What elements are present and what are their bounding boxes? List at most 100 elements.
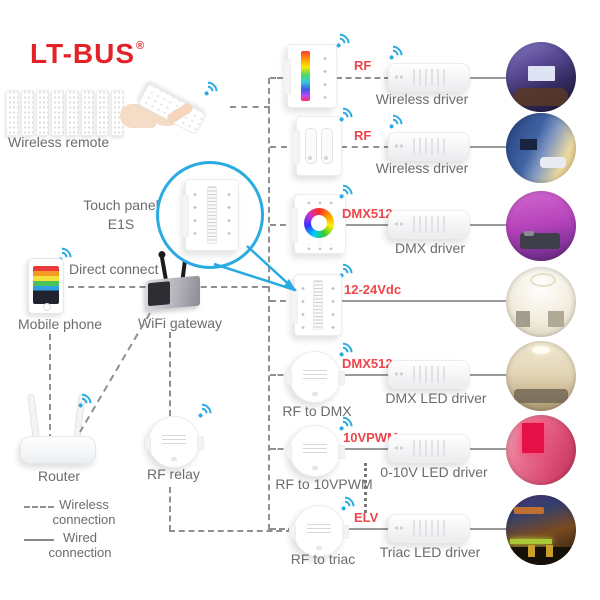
legend-wireless-line-sample	[24, 506, 54, 508]
driver-label: Wireless driver	[375, 160, 469, 176]
source-device-label: RF to 10VPWM	[275, 476, 373, 492]
puck-side-tab	[289, 525, 296, 539]
driver-label: DMX driver	[394, 240, 465, 256]
wireless-remote-label: Wireless remote	[8, 134, 110, 150]
room-photo-detail	[520, 233, 560, 249]
remote-unit	[66, 90, 79, 136]
legend-wireless-line2: connection	[52, 512, 116, 527]
wireless-driver-device	[388, 132, 470, 161]
e1s-panel-zoomed	[181, 179, 239, 251]
room-photo-home-theater	[506, 42, 576, 112]
room-photo-living-room	[506, 113, 576, 183]
room-photo-detail	[548, 311, 564, 327]
rf-wireless-line	[341, 146, 390, 148]
relay-side-tab	[144, 436, 151, 450]
router-label: Router	[38, 468, 81, 484]
relay-triac-wireless-line-v	[169, 487, 171, 531]
legend-wired-line2: connection	[48, 545, 112, 560]
router-image	[20, 393, 96, 464]
remote-unit	[51, 90, 64, 136]
driver-label: DMX LED driver	[385, 390, 487, 406]
registered-mark: ®	[136, 40, 146, 52]
panel-right-buttons	[330, 280, 336, 330]
puck-side-tab	[338, 445, 345, 459]
dmx-led-driver-device	[388, 360, 470, 389]
room-photo-bedroom	[506, 191, 576, 261]
protocol-label: RF	[354, 58, 372, 73]
rf-to-dmx-device	[285, 351, 345, 403]
remote-unit	[111, 90, 124, 136]
legend-wired-label: Wired connection	[42, 530, 118, 560]
panel-side-tab	[292, 129, 300, 165]
wired-line	[345, 224, 390, 226]
panel-side-tab	[181, 195, 189, 237]
wired-line	[468, 528, 508, 530]
remote-unit	[81, 90, 94, 136]
room-photo-warm-living-room	[506, 341, 576, 411]
room-photo-detail	[540, 157, 566, 168]
bus-stub	[270, 77, 290, 79]
remote-bus-wireless-line	[230, 106, 270, 108]
phone-screen	[33, 266, 59, 304]
panel-side-tab	[283, 58, 291, 96]
touch-panel-label-line1: Touch panel	[83, 197, 159, 213]
room-photo-detail	[546, 545, 553, 557]
wifi-gateway-image	[146, 253, 200, 311]
wired-line	[340, 448, 390, 450]
remote-unit	[21, 90, 34, 136]
wired-line	[341, 300, 507, 302]
room-photo-detail	[520, 139, 537, 150]
wired-line	[468, 146, 508, 148]
room-photo-detail	[524, 231, 534, 236]
room-photo-detail	[510, 539, 552, 544]
protocol-label: DMX512	[342, 356, 393, 371]
logo-text: LT-BUS	[30, 38, 136, 69]
dual-dimmer-touch-panel	[292, 116, 342, 176]
panel-buttons	[322, 50, 328, 104]
wired-line	[340, 374, 390, 376]
phone-router-wireless-line	[49, 334, 51, 440]
wired-line	[468, 374, 508, 376]
wired-line	[468, 224, 508, 226]
room-photo-detail	[514, 507, 544, 514]
driver-label: Triac LED driver	[379, 544, 481, 560]
room-photo-detail	[530, 273, 556, 287]
panel-buttons	[302, 198, 338, 204]
lt-bus-logo: LT-BUS®	[30, 38, 145, 70]
wired-line	[468, 77, 508, 79]
panel-right-buttons	[226, 186, 232, 244]
panel-buttons	[302, 244, 338, 250]
protocol-label: ELV	[354, 510, 379, 525]
legend-wireless-label: Wireless connection	[46, 497, 122, 527]
panel-side-tab	[290, 288, 298, 324]
remote-unit	[36, 90, 49, 136]
room-photo-detail	[516, 311, 530, 327]
panel-left-buttons	[300, 280, 306, 330]
rf-to-10vpwm-device	[285, 425, 345, 477]
phone-home-button	[43, 303, 51, 311]
source-device-label: RF to DMX	[282, 403, 352, 419]
touch-panel-callout-circle	[156, 161, 264, 269]
room-photo-white-interior	[506, 267, 576, 337]
rf-wireless-line	[336, 77, 390, 79]
bus-line	[268, 78, 270, 530]
dimmer-slider	[321, 128, 333, 164]
driver-label: Wireless driver	[375, 91, 469, 107]
bus-stub	[270, 146, 298, 148]
room-photo-bar	[506, 495, 576, 565]
color-wheel	[304, 208, 334, 238]
router-antenna	[27, 393, 40, 441]
rf-relay-image	[144, 416, 204, 468]
wireless-remote-group	[6, 90, 124, 136]
panel-side-tab	[290, 207, 298, 243]
rf-relay-label: RF relay	[147, 466, 200, 482]
puck-side-tab	[342, 525, 349, 539]
source-device-label: RF to triac	[290, 551, 356, 567]
room-photo-pink-room	[506, 415, 576, 485]
legend-wired-line1: Wired	[63, 530, 97, 545]
wired-line	[344, 528, 390, 530]
room-photo-detail	[522, 423, 544, 453]
room-photo-detail	[514, 389, 568, 403]
bus-stub	[270, 224, 296, 226]
